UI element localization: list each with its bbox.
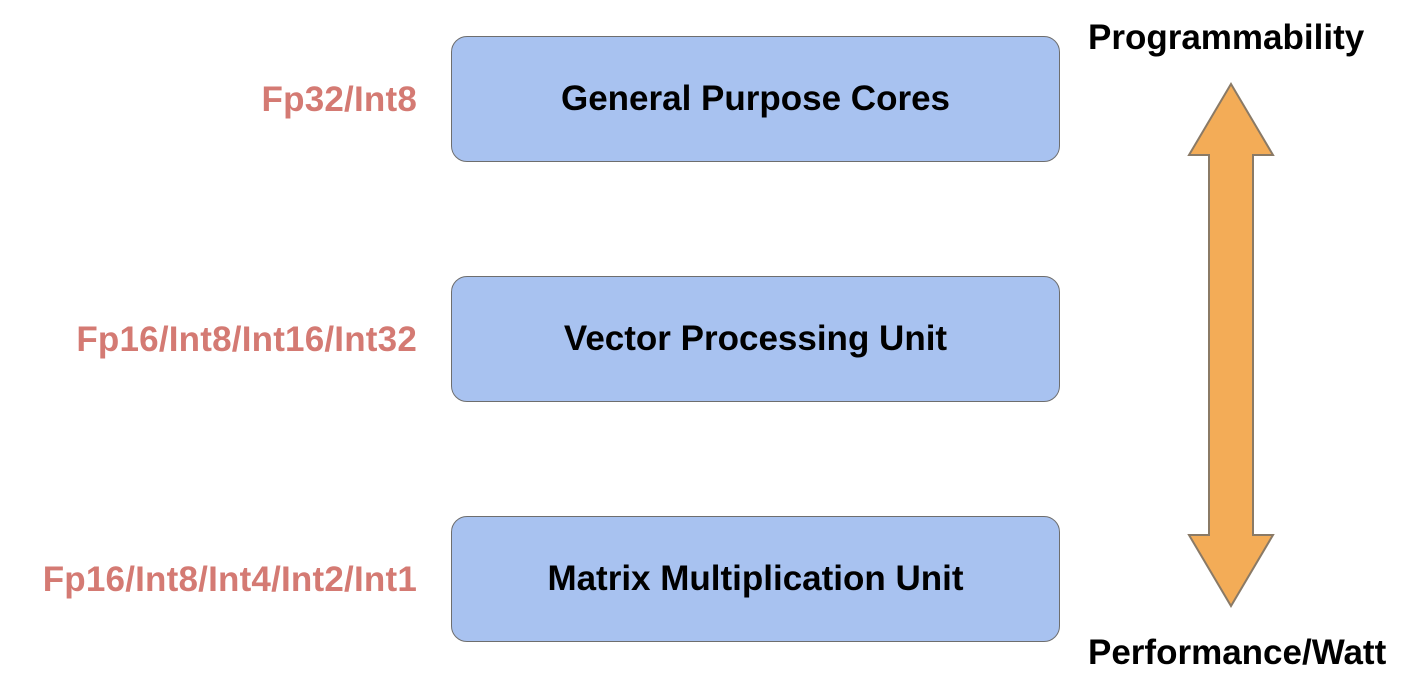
unit-label: Matrix Multiplication Unit: [547, 559, 964, 598]
unit-box-vector-processing-unit: Vector Processing Unit: [451, 276, 1060, 402]
unit-row-matrix-multiplication: Fp16/Int8/Int4/Int2/Int1 Matrix Multipli…: [0, 516, 1424, 644]
precision-label: Fp16/Int8/Int4/Int2/Int1: [42, 560, 417, 599]
unit-box-matrix-multiplication-unit: Matrix Multiplication Unit: [451, 516, 1060, 642]
axis-bottom-label: Performance/Watt: [1088, 633, 1387, 672]
precision-label: Fp16/Int8/Int16/Int32: [76, 320, 417, 359]
precision-label: Fp32/Int8: [261, 80, 417, 119]
double-headed-vertical-arrow-icon: [1187, 82, 1275, 608]
unit-row-general-purpose: Fp32/Int8 General Purpose Cores: [0, 36, 1424, 164]
unit-row-vector-processing: Fp16/Int8/Int16/Int32 Vector Processing …: [0, 276, 1424, 404]
unit-box-general-purpose-cores: General Purpose Cores: [451, 36, 1060, 162]
unit-label: Vector Processing Unit: [563, 319, 948, 358]
unit-label: General Purpose Cores: [560, 79, 951, 118]
arrow-shape: [1187, 82, 1275, 608]
axis-top-label: Programmability: [1088, 18, 1365, 57]
